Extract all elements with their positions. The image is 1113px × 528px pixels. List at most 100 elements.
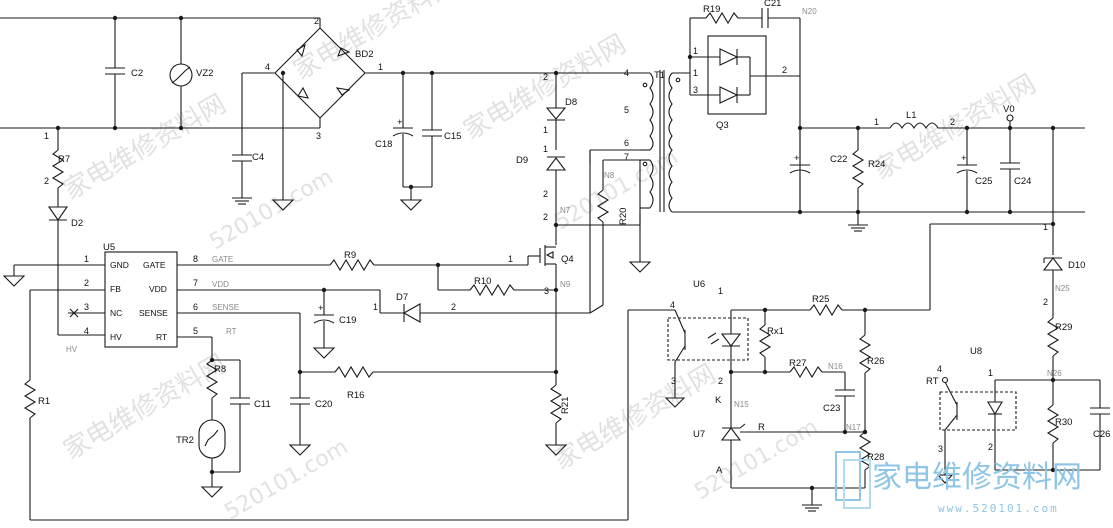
label-u5: U5	[103, 242, 115, 253]
label-d7: D7	[396, 292, 408, 303]
site-logo: 家电维修资料网 www.520101.com	[835, 451, 1082, 515]
svg-text:1: 1	[543, 144, 548, 154]
label-c19: C19	[339, 315, 356, 326]
label-tr2: TR2	[176, 435, 194, 446]
ac-input: C2 VZ2	[0, 15, 320, 131]
svg-text:+: +	[318, 303, 324, 314]
svg-text:5: 5	[193, 326, 198, 336]
svg-text:5: 5	[624, 105, 629, 115]
label-r9: R9	[344, 250, 356, 261]
svg-text:N17: N17	[846, 423, 861, 432]
label-r19: R19	[703, 4, 720, 15]
svg-text:3: 3	[316, 131, 321, 141]
label-r7: R7	[58, 154, 70, 165]
label-u8: U8	[970, 346, 982, 357]
svg-text:2: 2	[1043, 297, 1048, 307]
svg-text:4: 4	[265, 62, 270, 72]
svg-text:3: 3	[544, 286, 549, 296]
ic-pin-rt: RT	[156, 332, 167, 342]
label-d2: D2	[71, 218, 83, 229]
svg-text:3: 3	[938, 444, 943, 454]
svg-text:7: 7	[193, 278, 198, 288]
svg-text:N20: N20	[802, 7, 817, 16]
svg-text:+: +	[397, 117, 403, 128]
label-c15: C15	[444, 131, 461, 142]
output-filter: L1 1 2 + C22 R24 + C25 C24	[789, 104, 1085, 232]
label-l1: L1	[906, 110, 917, 121]
ic-pin-sense: SENSE	[139, 308, 168, 318]
label-v0: V0	[1003, 104, 1015, 115]
sense-network: R16 C20	[288, 304, 604, 456]
label-r16: R16	[347, 390, 364, 401]
rt-network: R8 C11 TR2	[176, 337, 271, 498]
vdd-supply: D7 1 2 + C19	[312, 150, 591, 359]
svg-text:1: 1	[373, 302, 378, 312]
svg-text:1: 1	[693, 68, 698, 78]
svg-text:1: 1	[874, 117, 879, 127]
svg-text:3: 3	[671, 376, 676, 386]
svg-text:N15: N15	[734, 400, 749, 409]
svg-text:1: 1	[378, 62, 383, 72]
svg-text:1: 1	[1043, 222, 1048, 232]
label-c21: C21	[764, 0, 781, 9]
svg-text:家电维修资料网: 家电维修资料网	[549, 359, 722, 476]
svg-text:4: 4	[84, 326, 89, 336]
label-t1: T1	[654, 70, 665, 81]
svg-text:1: 1	[718, 286, 723, 296]
svg-text:1: 1	[84, 254, 89, 264]
svg-text:+: +	[794, 153, 800, 164]
svg-text:1: 1	[988, 368, 993, 378]
gate-drive: R9 1 R10	[329, 250, 556, 297]
label-c24: C24	[1014, 176, 1031, 187]
label-rt-u8: RT	[926, 376, 939, 387]
label-d8: D8	[565, 97, 577, 108]
svg-text:520101.com: 520101.com	[206, 165, 338, 256]
label-u6: U6	[693, 279, 705, 290]
ic-pin-gate: GATE	[143, 260, 166, 270]
svg-text:2: 2	[718, 376, 723, 386]
svg-text:1: 1	[543, 125, 548, 135]
label-r27: R27	[789, 358, 806, 369]
label-r25: R25	[812, 294, 829, 305]
svg-text:2: 2	[543, 189, 548, 199]
svg-text:VDD: VDD	[212, 280, 229, 289]
label-c4: C4	[252, 152, 264, 163]
label-r30: R30	[1055, 417, 1072, 428]
label-c25: C25	[975, 176, 992, 187]
label-bd2: BD2	[355, 49, 373, 60]
svg-text:1: 1	[44, 131, 49, 141]
label-c22: C22	[830, 154, 847, 165]
label-r: R	[758, 422, 765, 433]
svg-text:1: 1	[693, 46, 698, 56]
svg-text:6: 6	[193, 302, 198, 312]
svg-text:+: +	[961, 153, 967, 164]
ic-pin-fb: FB	[110, 284, 121, 294]
svg-text:RT: RT	[226, 327, 237, 336]
svg-text:HV: HV	[66, 345, 78, 354]
label-c23: C23	[823, 403, 840, 414]
svg-text:7: 7	[624, 152, 629, 162]
label-rx1: Rx1	[767, 326, 784, 337]
label-c11: C11	[254, 399, 271, 410]
label-c20: C20	[315, 399, 332, 410]
label-q4: Q4	[561, 254, 574, 265]
svg-text:2: 2	[543, 212, 548, 222]
feedback-right: D10 1 2 N25 R29 N26 R30 C26 U8 1 2	[865, 128, 1110, 484]
svg-text:2: 2	[84, 278, 89, 288]
logo-text: 家电维修资料网	[872, 460, 1082, 495]
label-vz2: VZ2	[196, 68, 213, 79]
svg-text:1: 1	[508, 254, 513, 264]
svg-text:6: 6	[624, 138, 629, 148]
label-c18: C18	[375, 139, 392, 150]
svg-text:3: 3	[84, 302, 89, 312]
svg-text:SENSE: SENSE	[212, 303, 239, 312]
svg-text:520101.com: 520101.com	[691, 415, 823, 506]
logo-url: www.520101.com	[938, 502, 1059, 515]
label-u7: U7	[693, 429, 705, 440]
ic-pin-gnd: GND	[110, 260, 129, 270]
svg-text:2: 2	[950, 117, 955, 127]
svg-text:8: 8	[193, 254, 198, 264]
label-r26: R26	[867, 356, 884, 367]
